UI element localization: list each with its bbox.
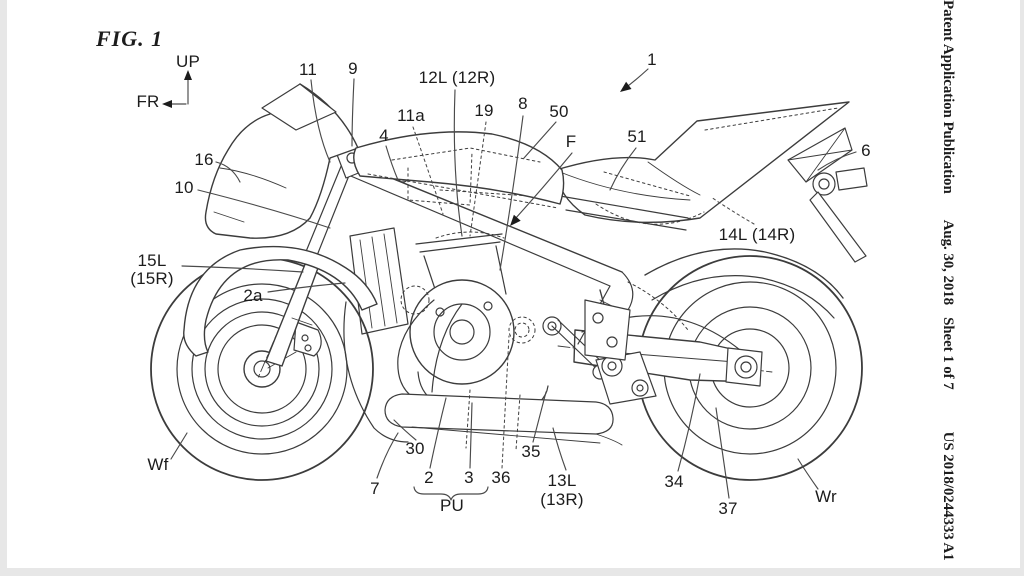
ref-label-30: 30 bbox=[405, 439, 425, 458]
reference-1-arrow bbox=[620, 69, 648, 92]
ref-label-4: 4 bbox=[379, 126, 389, 145]
figure-caption: FIG. 1 bbox=[96, 26, 164, 51]
ref-label-35: 35 bbox=[521, 442, 541, 461]
ref-label-2a: 2a bbox=[243, 286, 263, 305]
ref-label-11a: 11a bbox=[397, 106, 425, 125]
rear-fender bbox=[645, 249, 843, 318]
ref-label-36: 36 bbox=[491, 468, 511, 487]
page-background bbox=[7, 0, 1020, 568]
front-brake-caliper bbox=[268, 322, 321, 368]
ref-label-34: 34 bbox=[664, 472, 684, 491]
ref-label-f: F bbox=[565, 132, 577, 151]
ref-label-3: 3 bbox=[464, 468, 474, 487]
pu-brace bbox=[414, 487, 488, 500]
f-arrow bbox=[510, 153, 572, 226]
ref-label-2: 2 bbox=[424, 468, 434, 487]
ref-label-8: 8 bbox=[518, 94, 528, 113]
axis-label-fr: FR bbox=[136, 92, 160, 111]
leader-lines bbox=[171, 79, 856, 498]
engine bbox=[350, 228, 548, 410]
ref-label-6: 6 bbox=[861, 141, 871, 160]
ref-label-12: 12L (12R) bbox=[418, 68, 496, 87]
front-wheel bbox=[151, 258, 373, 480]
ref-label-7: 7 bbox=[370, 479, 380, 498]
document-number: US 2018/0244333 A1 bbox=[940, 431, 956, 561]
ref-label-10: 10 bbox=[174, 178, 194, 197]
publication-title: Patent Application Publication bbox=[940, 0, 956, 194]
ref-label-13l: 13L bbox=[547, 471, 577, 490]
ref-label-50: 50 bbox=[549, 102, 569, 121]
orientation-axes bbox=[162, 70, 192, 108]
turn-signal bbox=[788, 128, 867, 262]
ref-label-9: 9 bbox=[348, 59, 358, 78]
ref-label-15l: 15L bbox=[137, 251, 167, 270]
ref-label-15r: (15R) bbox=[130, 269, 174, 288]
ref-label-13r: (13R) bbox=[540, 490, 584, 509]
tail-seat bbox=[556, 102, 849, 224]
ref-label-pu: PU bbox=[439, 496, 465, 515]
ref-label-51: 51 bbox=[627, 127, 647, 146]
ref-label-1: 1 bbox=[647, 50, 657, 69]
ref-label-19: 19 bbox=[474, 101, 494, 120]
sheet-header: Patent Application PublicationAug. 30, 2… bbox=[933, 0, 963, 576]
axis-label-up: UP bbox=[175, 52, 201, 71]
exhaust bbox=[344, 300, 622, 450]
ref-label-37: 37 bbox=[718, 499, 738, 518]
swingarm bbox=[543, 290, 772, 404]
ref-label-wf: Wf bbox=[147, 455, 169, 474]
ref-label-11: 11 bbox=[298, 60, 318, 79]
ref-label-16: 16 bbox=[194, 150, 214, 169]
sheet-number: Sheet 1 of 7 bbox=[940, 317, 956, 390]
ref-label-14: 14L (14R) bbox=[718, 225, 796, 244]
publication-date: Aug. 30, 2018 bbox=[940, 219, 956, 306]
front-cowl bbox=[205, 84, 358, 238]
ref-label-wr: Wr bbox=[815, 487, 837, 506]
